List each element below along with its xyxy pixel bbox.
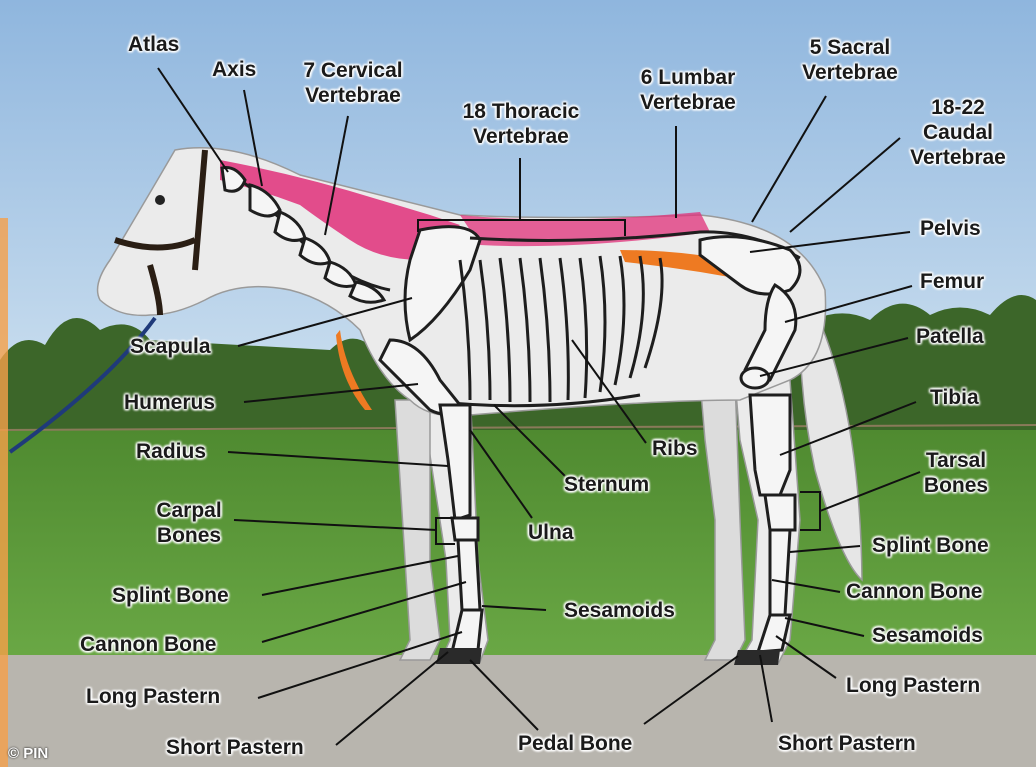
label-ulna: Ulna bbox=[528, 520, 574, 545]
label-short-pastern-right: Short Pastern bbox=[778, 731, 916, 756]
watermark: © PIN bbox=[8, 745, 48, 762]
label-thoracic-vertebrae: 18 Thoracic Vertebrae bbox=[448, 99, 594, 149]
label-sacral-vertebrae: 5 Sacral Vertebrae bbox=[790, 35, 910, 85]
label-sesamoids-right: Sesamoids bbox=[872, 623, 983, 648]
label-radius: Radius bbox=[136, 439, 206, 464]
label-sternum: Sternum bbox=[564, 472, 649, 497]
label-sesamoids-left: Sesamoids bbox=[564, 598, 675, 623]
label-pedal-bone: Pedal Bone bbox=[518, 731, 632, 756]
left-stripe bbox=[0, 218, 8, 767]
label-atlas: Atlas bbox=[128, 32, 179, 57]
label-long-pastern-right: Long Pastern bbox=[846, 673, 980, 698]
label-patella: Patella bbox=[916, 324, 984, 349]
label-cannon-bone-right: Cannon Bone bbox=[846, 579, 983, 604]
label-cannon-bone-left: Cannon Bone bbox=[80, 632, 217, 657]
label-humerus: Humerus bbox=[124, 390, 215, 415]
label-tibia: Tibia bbox=[930, 385, 979, 410]
label-pelvis: Pelvis bbox=[920, 216, 981, 241]
label-splint-bone-right: Splint Bone bbox=[872, 533, 989, 558]
label-axis: Axis bbox=[212, 57, 256, 82]
label-tarsal-bones: Tarsal Bones bbox=[914, 448, 998, 498]
label-scapula: Scapula bbox=[130, 334, 211, 359]
hind-hoof bbox=[734, 650, 780, 665]
horse-eye bbox=[155, 195, 165, 205]
label-cervical-vertebrae: 7 Cervical Vertebrae bbox=[290, 58, 416, 108]
label-carpal-bones: Carpal Bones bbox=[146, 498, 232, 548]
label-lumbar-vertebrae: 6 Lumbar Vertebrae bbox=[626, 65, 750, 115]
label-ribs: Ribs bbox=[652, 436, 698, 461]
label-long-pastern-left: Long Pastern bbox=[86, 684, 220, 709]
label-splint-bone-left: Splint Bone bbox=[112, 583, 229, 608]
label-femur: Femur bbox=[920, 269, 984, 294]
label-caudal-vertebrae: 18-22 Caudal Vertebrae bbox=[896, 95, 1020, 170]
label-short-pastern-left: Short Pastern bbox=[166, 735, 304, 760]
